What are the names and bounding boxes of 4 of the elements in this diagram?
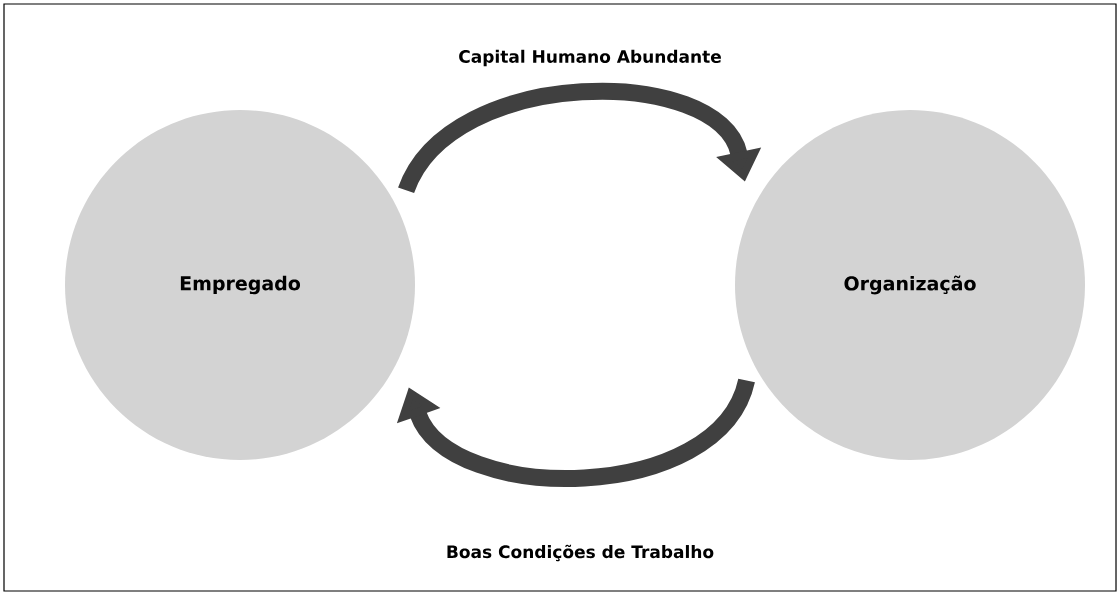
edge-label: Capital Humano Abundante — [456, 47, 724, 69]
curved-arrow — [398, 83, 762, 195]
edge-label: Boas Condições de Trabalho — [443, 542, 717, 564]
curved-arrow — [396, 377, 755, 487]
